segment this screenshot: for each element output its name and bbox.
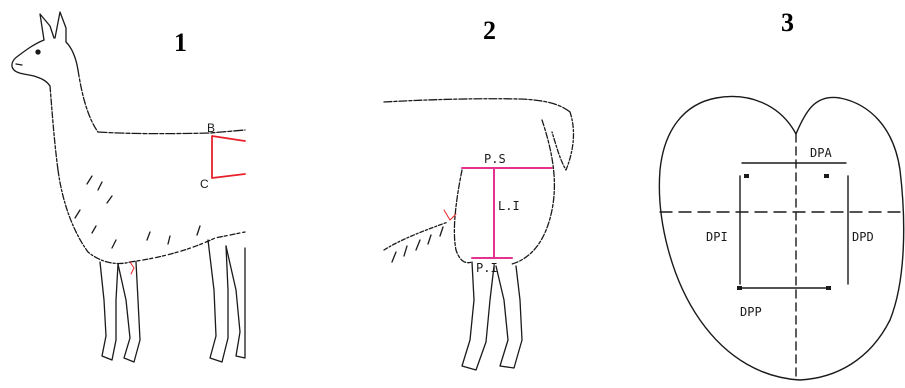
label-pi: P.I [476, 261, 498, 275]
rear-back-line [384, 99, 570, 112]
label-ps: P.S [484, 152, 506, 166]
point-posterior-right [826, 286, 831, 290]
llama-side-view [12, 12, 245, 362]
top-view-points [737, 174, 831, 290]
llama-front-leg-2 [118, 262, 140, 362]
panel-number-1: 1 [174, 28, 187, 58]
marker-c: C [200, 177, 209, 191]
label-dpi: DPI [706, 230, 728, 244]
llama-back [98, 130, 245, 134]
llama-head-front [12, 40, 50, 86]
llama-front-leg-1 [100, 262, 118, 360]
label-dpd: DPD [852, 230, 874, 244]
llama-neck-front [50, 86, 58, 170]
rear-leg-2 [496, 266, 522, 368]
point-posterior-left [737, 286, 742, 290]
label-dpp: DPP [740, 305, 762, 319]
measurement-box-bc [212, 136, 245, 178]
llama-joint-marking [130, 262, 134, 274]
llama-belly [130, 232, 245, 262]
llama-ear-left [40, 14, 54, 40]
llama-eye [36, 50, 40, 54]
llama-hind-leg-1 [208, 240, 228, 362]
label-dpa: DPA [810, 146, 832, 160]
llama-hind-leg-2 [226, 246, 245, 358]
panel-number-2: 2 [483, 16, 496, 46]
llama-chest [58, 170, 130, 264]
llama-head-back [66, 42, 78, 70]
llama-ear-right [55, 12, 66, 42]
llama-mouth [16, 64, 22, 65]
rear-red-mark [444, 210, 456, 220]
point-anterior-left [744, 174, 749, 178]
llama-fleece-strokes [75, 176, 200, 248]
rear-tail [552, 112, 573, 170]
point-anterior-right [824, 174, 829, 178]
llama-neck-back [78, 70, 98, 132]
rear-leg-1 [462, 262, 494, 370]
rear-fleece-strokes [392, 227, 443, 262]
label-li: L.I [498, 199, 520, 213]
rear-belly-fleece [384, 222, 448, 250]
rear-front-thigh [454, 170, 472, 263]
marker-b: B [207, 121, 215, 135]
rear-thigh-outline [512, 120, 554, 264]
llama-rear-view [384, 99, 573, 370]
panel-number-3: 3 [781, 8, 794, 38]
